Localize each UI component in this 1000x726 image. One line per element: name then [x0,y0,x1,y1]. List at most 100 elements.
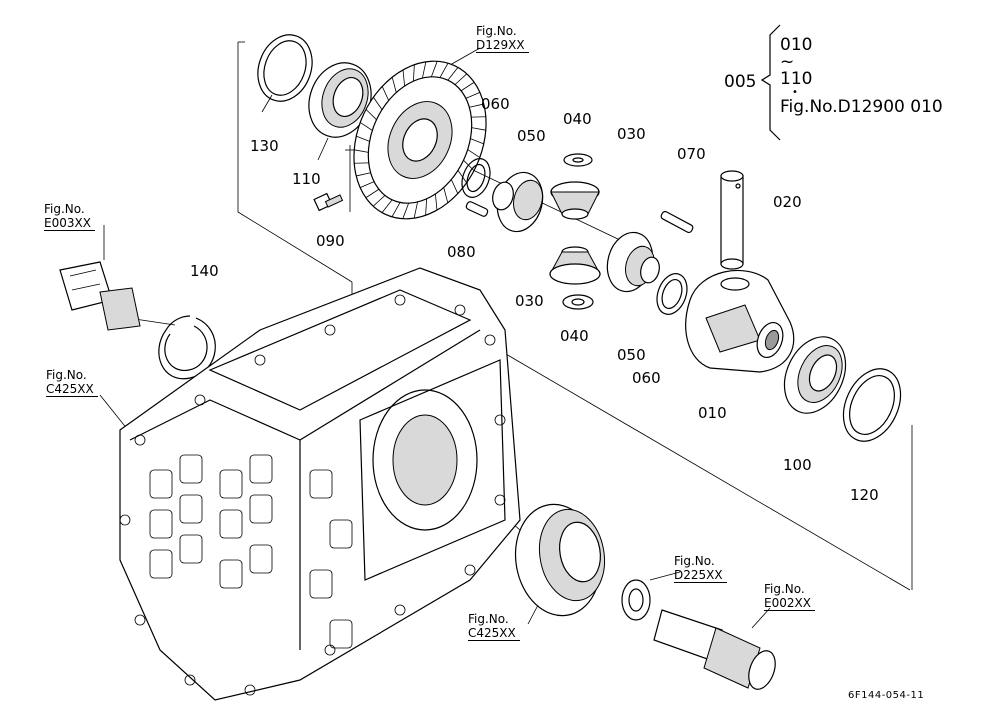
legend-tilde: ~ [780,52,795,72]
part-040-washer-top [563,153,593,167]
housing-rib [329,519,353,549]
part-060-washer-bottom [656,273,688,315]
gear-tooth [354,149,369,153]
gear-tooth [413,64,415,82]
gear-tooth [465,92,481,99]
gear-tooth [381,86,390,101]
gear-tooth [450,179,459,194]
part-050-side-gear-top [492,171,544,233]
housing-rib [149,549,173,579]
housing-bolt-hole [194,394,206,406]
gear-tooth [356,172,371,177]
housing-rib [249,454,273,484]
part-060-washer-top [461,158,491,198]
housing-rib [149,469,173,499]
gear-tooth [365,188,380,199]
gear-tooth [381,199,393,213]
output-shaft-e002 [653,609,776,690]
bevel-ring-gear [353,60,487,220]
label-070: 070 [677,145,706,163]
housing-rib [179,534,203,564]
gear-tooth [402,69,406,87]
housing-rib [249,494,273,524]
gear-tooth [359,181,375,188]
housing-bolt-hole [394,604,406,616]
label-100: 100 [783,456,812,474]
transmission-housing [119,267,521,701]
figref-d129: Fig.No. D129XX [476,24,529,53]
gear-tooth [454,73,468,85]
housing-bolt-hole [494,494,506,506]
housing-bolt-hole [484,334,496,346]
legend-dot: • [792,87,798,98]
gear-tooth [425,198,427,216]
housing-bolt-hole [134,434,146,446]
figref-c425-left: Fig.No. C425XX [46,368,98,397]
gear-tooth [365,109,377,120]
housing-rib [179,494,203,524]
label-050-bottom: 050 [617,346,646,364]
figref-e003: Fig.No. E003XX [44,202,95,231]
input-shaft-e003 [59,261,141,331]
legend-ref: 005 [724,72,757,92]
drawing-code: 6F144-054-11 [848,690,925,701]
coupling-c425 [514,503,606,617]
label-060-top: 060 [481,95,510,113]
housing-bolt-hole [184,674,196,686]
housing-bolt-hole [454,304,466,316]
label-120: 120 [850,486,879,504]
legend-range-start: 010 [780,35,813,55]
part-100-bearing [783,336,847,414]
part-140-snap-ring [158,315,216,380]
part-040-washer-bottom [562,294,594,310]
housing-rib [219,509,243,539]
part-050-side-gear-bottom [606,231,660,293]
part-030-pinion-bottom [549,246,601,285]
label-140: 140 [190,262,219,280]
gear-tooth [434,193,438,211]
figref-c425-bottom: Fig.No. C425XX [468,612,520,641]
legend-range-end: 110 [780,69,813,89]
housing-rib [219,469,243,499]
figref-e002: Fig.No. E002XX [764,582,815,611]
gear-tooth [460,81,475,92]
legend-bracket [760,24,781,141]
gear-tooth [402,203,410,219]
part-020-shaft [720,170,744,270]
part-130-thrust-ring [257,34,313,113]
gear-tooth [467,149,481,158]
housing-rib [149,509,173,539]
label-040-bottom: 040 [560,327,589,345]
housing-rib [219,559,243,589]
housing-bolt-hole [244,684,256,696]
gear-tooth [471,127,486,131]
housing-rib [309,569,333,599]
gear-tooth [443,187,449,203]
housing-rib [249,544,273,574]
label-060-bottom: 060 [632,369,661,387]
collar-d225 [621,579,651,621]
gear-tooth [391,202,401,218]
gear-tooth [413,201,418,219]
housing-bolt-hole [119,514,131,526]
gear-tooth [356,135,370,142]
part-120-thrust-ring [842,368,902,442]
gear-tooth [422,61,427,79]
label-110: 110 [292,170,321,188]
housing-bolt-hole [464,564,476,576]
housing-bolt-hole [494,414,506,426]
gear-tooth [372,195,386,207]
part-090-bolt [313,192,344,212]
label-020: 020 [773,193,802,211]
housing-bolt-hole [254,354,266,366]
housing-bolt-hole [324,644,336,656]
part-070-pin [660,210,694,234]
part-030-pinion-top [550,181,600,220]
legend-range: 010 ~ 110 • Fig.No.D12900 010 [780,35,943,117]
label-050-top: 050 [517,127,546,145]
label-130: 130 [250,137,279,155]
gear-tooth [391,77,397,93]
gear-tooth [373,97,383,110]
gear-tooth [430,61,438,77]
